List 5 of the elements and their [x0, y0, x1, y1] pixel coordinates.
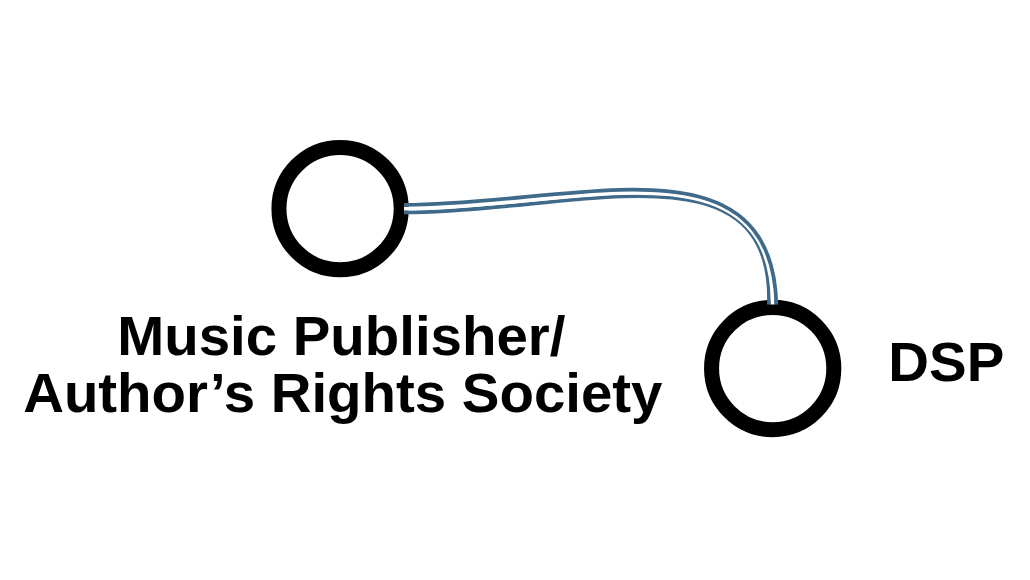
node-label: Music Publisher/ Author’s Rights Society — [23, 304, 663, 424]
node-circle — [704, 299, 842, 438]
connector — [403, 188, 779, 305]
node-circle — [271, 140, 409, 278]
node-label: DSP — [888, 329, 1005, 393]
